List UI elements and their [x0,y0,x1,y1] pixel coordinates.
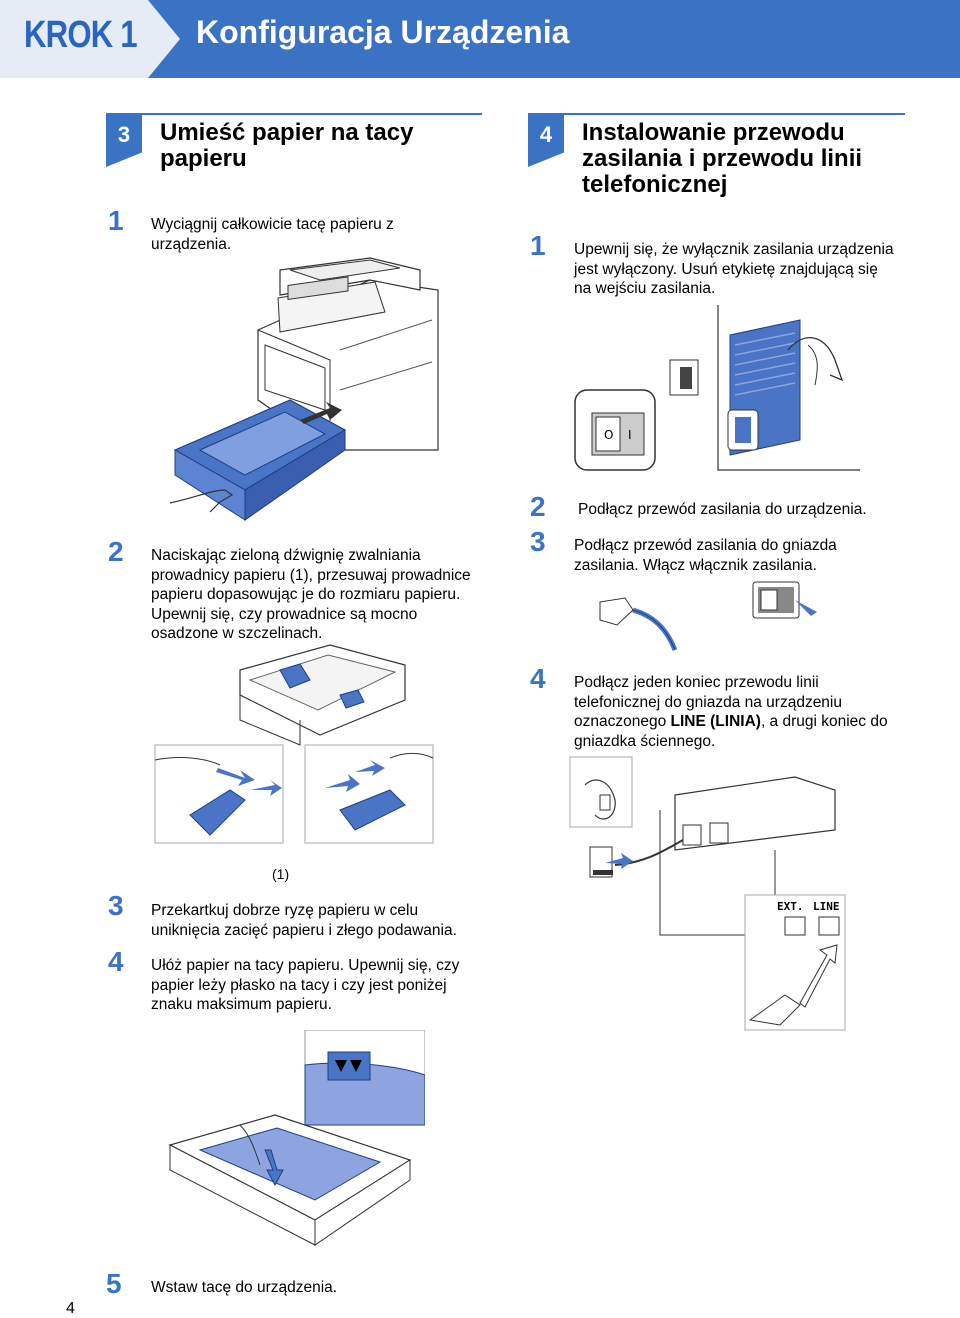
paper-guides-illustration [154,644,434,844]
ext-jack-label: EXT. [777,900,804,913]
step-badge [0,0,180,78]
text-line: jest wyłączony. Usuń etykietę znajdującą… [574,260,878,278]
paper-loading-illustration [168,1030,425,1246]
text-line: telefonicznej do gniazda na urządzeniu [574,693,842,711]
text-line: Wstaw tacę do urządzenia. [151,1279,338,1296]
page-number: 4 [66,1300,75,1317]
step-text: Ułóż papier na tacy papieru. Upewnij się… [151,956,459,1015]
step-number: 1 [530,230,546,261]
callout-label: (1) [272,866,290,882]
step-number: 1 [108,205,124,236]
section-rule-left [106,113,482,115]
section-title-line: telefonicznej [582,171,728,198]
step-number: 5 [106,1268,122,1299]
line-port-label: LINE (LINIA) [670,713,761,730]
step-number: 4 [530,663,546,694]
text-span: oznaczonego [574,713,671,730]
line-jack-label: LINE [813,900,840,913]
step-badge-label: KROK 1 [24,14,138,56]
text-line: Podłącz przewód zasilania do urządzenia. [578,501,867,518]
step-text: Podłącz przewód zasilania do gniazda zas… [574,536,837,575]
text-line: Podłącz przewód zasilania do gniazda [574,537,837,554]
step-text: Podłącz jeden koniec przewodu linii tele… [574,673,888,751]
section-title-line: papieru [160,145,247,172]
text-line: prowadnicy papieru (1), przesuwaj prowad… [151,566,471,584]
text-line: osadzone w szczelinach. [151,625,323,642]
section-rule-right [528,113,905,115]
section-title-line: Instalowanie przewodu [582,119,845,146]
text-line: znaku maksimum papieru. [151,996,332,1013]
switch-off-mark: O [604,428,613,442]
power-plug-illustration [599,581,817,651]
step-text: Przekartkuj dobrze ryzę papieru w celu u… [151,901,457,940]
text-line: Naciskając zieloną dźwignię zwalniania [151,547,421,564]
section-badge-left: 3 [106,115,142,167]
page-title: Konfiguracja Urządzenia [196,14,570,50]
step-number: 3 [530,526,546,557]
text-line: Ułóż papier na tacy papieru. Upewnij się… [151,957,460,974]
step-text: Wyciągnij całkowicie tacę papieru z urzą… [151,215,394,254]
section-title-line: zasilania i przewodu linii [582,145,863,172]
text-span: , a drugi koniec do [760,713,888,730]
power-inlet-illustration: O I [574,305,860,471]
printer-tray-illustration [170,257,439,521]
section-badge-right: 4 [528,115,564,167]
text-line: papier leży płasko na tacy i czy jest po… [151,976,447,994]
text-line: zasilania. Włącz włącznik zasilania. [574,556,817,574]
step-text: Wstaw tacę do urządzenia. [151,1278,337,1298]
phone-line-illustration: EXT. LINE [569,756,846,1031]
text-line: Przekartkuj dobrze ryzę papieru w celu [151,902,419,919]
text-line: Podłącz jeden koniec przewodu linii [574,674,819,691]
text-line: uniknięcia zacięć papieru i złego podawa… [151,921,457,939]
text-line: urządzenia. [151,235,232,253]
text-line: gniazdka ściennego. [574,732,716,750]
section-title-right: Instalowanie przewodu zasilania i przewo… [582,120,862,198]
step-number: 2 [530,491,546,522]
step-text: Podłącz przewód zasilania do urządzenia. [578,500,867,520]
step-number: 2 [108,536,124,567]
text-line: oznaczonego LINE (LINIA), a drugi koniec… [574,712,888,732]
text-line: na wejściu zasilania. [574,280,716,297]
text-line: papieru dopasowując je do rozmiaru papie… [151,586,461,603]
text-line: Upewnij się, czy prowadnice są mocno [151,605,418,623]
section-title-line: Umieść papier na tacy [160,119,414,146]
text-line: Upewnij się, że wyłącznik zasilania urzą… [574,241,894,258]
section-title-left: Umieść papier na tacy papieru [160,120,413,172]
step-text: Naciskając zieloną dźwignię zwalniania p… [151,546,471,644]
step-number: 4 [108,946,124,977]
step-text: Upewnij się, że wyłącznik zasilania urzą… [574,240,894,299]
text-line: Wyciągnij całkowicie tacę papieru z [151,216,394,233]
switch-on-mark: I [628,428,632,442]
step-number: 3 [108,890,124,921]
